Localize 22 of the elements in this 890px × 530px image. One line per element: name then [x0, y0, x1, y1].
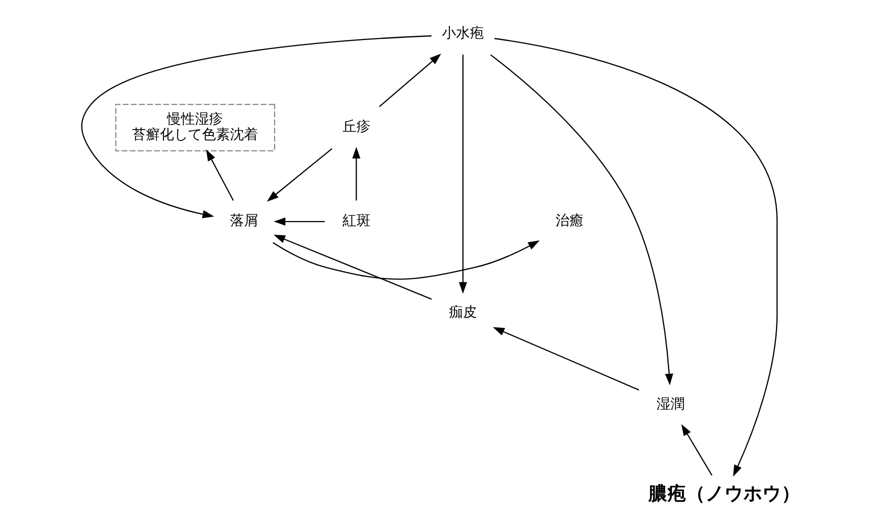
node-text: 膿疱（ノウホウ） — [648, 483, 800, 504]
arrow — [206, 149, 234, 201]
node-text: 痂皮 — [448, 304, 477, 321]
arrow — [274, 217, 325, 226]
arrow — [266, 148, 332, 202]
node-box: 慢性湿疹 苔癬化して色素沈着 — [115, 104, 276, 152]
arrow — [379, 54, 442, 108]
arrow — [352, 146, 360, 200]
node-text: 丘疹 — [342, 119, 370, 136]
node-text: 小水疱 — [442, 25, 484, 42]
arrow — [458, 54, 468, 294]
node-text: 落屑 — [230, 213, 258, 230]
arrow — [681, 424, 712, 476]
arrow — [274, 234, 432, 300]
node-text: 紅斑 — [342, 213, 370, 230]
arrow — [81, 35, 432, 218]
node-text: 湿潤 — [656, 396, 684, 412]
arrow — [494, 38, 778, 477]
arrow — [272, 240, 540, 280]
arrow — [490, 54, 674, 386]
node-text: 治癒 — [556, 213, 584, 230]
arrow — [492, 327, 640, 390]
